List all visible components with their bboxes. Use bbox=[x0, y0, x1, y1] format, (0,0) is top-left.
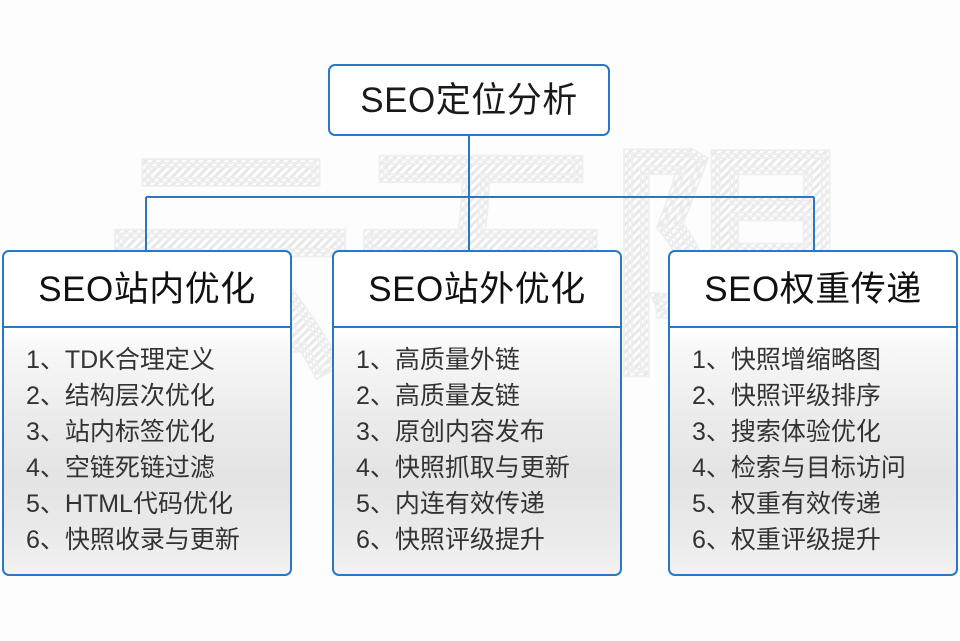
branch-column-2: SEO站外优化 1、 高质量外链 2、 高质量友链 3、 原创内容发布 4、 快 bbox=[332, 250, 622, 576]
list-item-index: 3、 bbox=[356, 418, 395, 446]
list-item[interactable]: 6、 快照评级提升 bbox=[356, 522, 620, 558]
list-item-index: 1、 bbox=[692, 346, 731, 374]
list-item-text: 内连有效传递 bbox=[394, 490, 545, 518]
branch-header-2[interactable]: SEO站外优化 bbox=[332, 250, 622, 328]
list-item[interactable]: 1、 快照增缩略图 bbox=[692, 342, 956, 378]
list-item-text: 权重评级提升 bbox=[730, 526, 881, 554]
list-item-index: 6、 bbox=[356, 526, 395, 554]
list-item-text: 快照评级提升 bbox=[394, 526, 545, 554]
list-item-text: 高质量外链 bbox=[394, 346, 520, 374]
list-item[interactable]: 2、 高质量友链 bbox=[356, 378, 620, 414]
list-item-index: 3、 bbox=[692, 418, 731, 446]
list-item[interactable]: 4、 空链死链过滤 bbox=[26, 450, 290, 486]
root-node-label: SEO定位分析 bbox=[360, 80, 578, 120]
list-item[interactable]: 6、 权重评级提升 bbox=[692, 522, 956, 558]
list-item-index: 2、 bbox=[26, 382, 65, 410]
branch-body-3: 1、 快照增缩略图 2、 快照评级排序 3、 搜索体验优化 4、 检索与目标访问… bbox=[668, 328, 958, 576]
branch-body-2: 1、 高质量外链 2、 高质量友链 3、 原创内容发布 4、 快照抓取与更新 5… bbox=[332, 328, 622, 576]
list-item-text: 快照增缩略图 bbox=[730, 346, 881, 374]
list-item[interactable]: 2、 结构层次优化 bbox=[26, 378, 290, 414]
list-item[interactable]: 3、 原创内容发布 bbox=[356, 414, 620, 450]
list-item-text: 高质量友链 bbox=[394, 382, 520, 410]
list-item[interactable]: 5、 权重有效传递 bbox=[692, 486, 956, 522]
branch-header-label-3: SEO权重传递 bbox=[704, 269, 922, 309]
branch-header-3[interactable]: SEO权重传递 bbox=[668, 250, 958, 328]
list-item-text: 结构层次优化 bbox=[64, 382, 215, 410]
list-item-text: TDK合理定义 bbox=[64, 346, 215, 374]
list-item-text: 原创内容发布 bbox=[394, 418, 545, 446]
list-item[interactable]: 4、 快照抓取与更新 bbox=[356, 450, 620, 486]
branch-item-list-3: 1、 快照增缩略图 2、 快照评级排序 3、 搜索体验优化 4、 检索与目标访问… bbox=[670, 342, 956, 558]
list-item-text: 快照收录与更新 bbox=[64, 526, 240, 554]
list-item-index: 4、 bbox=[356, 454, 395, 482]
list-item[interactable]: 1、 高质量外链 bbox=[356, 342, 620, 378]
list-item-index: 5、 bbox=[26, 490, 65, 518]
list-item-text: 检索与目标访问 bbox=[730, 454, 906, 482]
list-item-text: 站内标签优化 bbox=[64, 418, 215, 446]
branch-column-3: SEO权重传递 1、 快照增缩略图 2、 快照评级排序 3、 搜索体验优化 4、 bbox=[668, 250, 958, 576]
list-item-index: 2、 bbox=[692, 382, 731, 410]
list-item-text: 空链死链过滤 bbox=[64, 454, 215, 482]
list-item[interactable]: 6、 快照收录与更新 bbox=[26, 522, 290, 558]
list-item-index: 1、 bbox=[26, 346, 65, 374]
list-item[interactable]: 4、 检索与目标访问 bbox=[692, 450, 956, 486]
list-item-text: 权重有效传递 bbox=[730, 490, 881, 518]
branch-item-list-2: 1、 高质量外链 2、 高质量友链 3、 原创内容发布 4、 快照抓取与更新 5… bbox=[334, 342, 620, 558]
branch-header-1[interactable]: SEO站内优化 bbox=[2, 250, 292, 328]
list-item-text: 快照抓取与更新 bbox=[394, 454, 570, 482]
list-item[interactable]: 2、 快照评级排序 bbox=[692, 378, 956, 414]
list-item[interactable]: 5、 HTML代码优化 bbox=[26, 486, 290, 522]
list-item[interactable]: 1、 TDK合理定义 bbox=[26, 342, 290, 378]
list-item-index: 1、 bbox=[356, 346, 395, 374]
branch-header-label-2: SEO站外优化 bbox=[368, 269, 586, 309]
list-item-index: 6、 bbox=[692, 526, 731, 554]
list-item-index: 2、 bbox=[356, 382, 395, 410]
branch-item-list-1: 1、 TDK合理定义 2、 结构层次优化 3、 站内标签优化 4、 空链死链过滤… bbox=[4, 342, 290, 558]
list-item-index: 4、 bbox=[692, 454, 731, 482]
branch-header-label-1: SEO站内优化 bbox=[38, 269, 256, 309]
list-item[interactable]: 3、 搜索体验优化 bbox=[692, 414, 956, 450]
branch-column-1: SEO站内优化 1、 TDK合理定义 2、 结构层次优化 3、 站内标签优化 4… bbox=[2, 250, 292, 576]
branch-body-1: 1、 TDK合理定义 2、 结构层次优化 3、 站内标签优化 4、 空链死链过滤… bbox=[2, 328, 292, 576]
list-item-index: 5、 bbox=[356, 490, 395, 518]
list-item-text: 搜索体验优化 bbox=[730, 418, 881, 446]
root-node[interactable]: SEO定位分析 bbox=[328, 64, 610, 136]
list-item-index: 6、 bbox=[26, 526, 65, 554]
list-item-text: 快照评级排序 bbox=[730, 382, 881, 410]
list-item[interactable]: 3、 站内标签优化 bbox=[26, 414, 290, 450]
list-item-index: 4、 bbox=[26, 454, 65, 482]
list-item-text: HTML代码优化 bbox=[64, 490, 233, 518]
list-item[interactable]: 5、 内连有效传递 bbox=[356, 486, 620, 522]
list-item-index: 5、 bbox=[692, 490, 731, 518]
list-item-index: 3、 bbox=[26, 418, 65, 446]
